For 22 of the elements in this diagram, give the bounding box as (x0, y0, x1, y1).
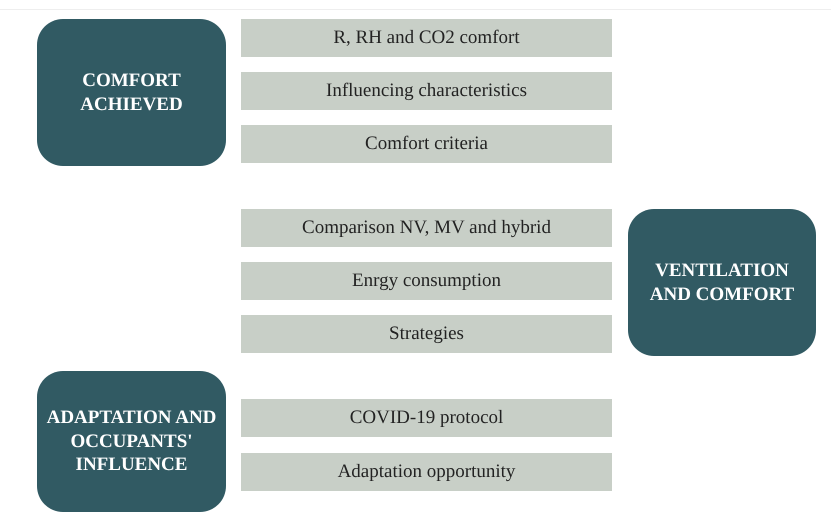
subtopic-bar (241, 209, 612, 247)
subtopic-bar (241, 399, 612, 437)
topic-box (628, 209, 816, 356)
subtopic-bar (241, 19, 612, 57)
subtopic-label: Strategies (389, 323, 464, 345)
topic-box (37, 19, 226, 166)
topic-heading: ADAPTATION AND OCCUPANTS' INFLUENCE (46, 406, 218, 478)
subtopic-label: Comparison NV, MV and hybrid (302, 217, 551, 239)
subtopic-bar (241, 453, 612, 491)
topic-box (37, 371, 226, 512)
subtopic-bar (241, 125, 612, 163)
topic-heading: VENTILATION AND COMFORT (648, 258, 796, 306)
subtopic-label: R, RH and CO2 comfort (333, 27, 520, 49)
subtopic-bar (241, 262, 612, 300)
subtopic-label: Enrgy consumption (352, 270, 501, 292)
subtopic-label: COVID-19 protocol (350, 407, 504, 429)
subtopic-label: Influencing characteristics (326, 80, 527, 102)
subtopic-label: Adaptation opportunity (338, 461, 516, 483)
subtopic-bar (241, 315, 612, 353)
subtopic-label: Comfort criteria (365, 133, 488, 155)
subtopic-bar (241, 72, 612, 110)
topic-heading: COMFORT ACHIEVED (79, 68, 184, 116)
